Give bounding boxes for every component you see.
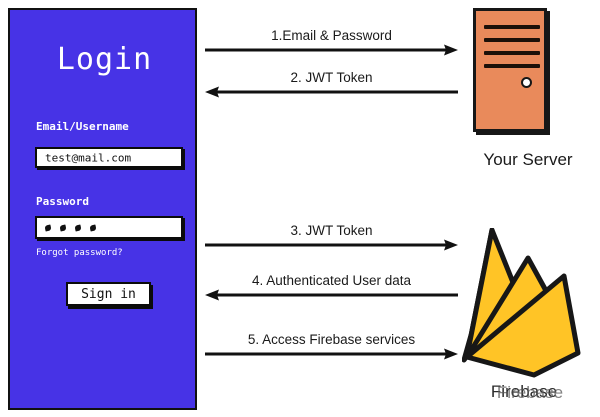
firebase-label: Firebase Firebase	[460, 382, 588, 402]
server-led-icon	[521, 77, 532, 88]
firebase-label-text: Firebase	[490, 382, 558, 401]
server-vent-line	[484, 64, 540, 68]
arrow-left-icon	[205, 289, 458, 301]
server-vent-line	[484, 38, 540, 42]
page-title: Login	[56, 42, 153, 77]
flow-arrow-2-label: 2. JWT Token	[290, 70, 373, 85]
flow-arrow-3: 3. JWT Token	[205, 223, 458, 251]
arrow-right-icon	[205, 239, 458, 251]
arrow-right-icon	[205, 44, 458, 56]
flow-arrow-3-label: 3. JWT Token	[290, 223, 373, 238]
sign-in-button[interactable]: Sign in	[66, 282, 151, 306]
password-masked-dots	[44, 223, 97, 232]
email-field[interactable]: test@mail.com	[35, 147, 183, 168]
arrow-right-icon	[205, 348, 458, 360]
server-label: Your Server	[483, 150, 573, 169]
firebase-label-ghost: Firebase	[496, 383, 564, 402]
firebase-illustration	[461, 227, 582, 383]
arrow-left-icon	[205, 86, 458, 98]
server-vent-line	[484, 25, 540, 29]
flow-arrow-4-label: 4. Authenticated User data	[251, 273, 412, 288]
flow-arrow-1: 1.Email & Password	[205, 28, 458, 56]
email-field-value: test@mail.com	[45, 151, 132, 164]
login-panel: Login Email/Username test@mail.com Passw…	[8, 8, 197, 410]
server-icon	[473, 8, 547, 132]
password-field[interactable]	[35, 216, 183, 239]
flow-arrow-2: 2. JWT Token	[205, 70, 458, 98]
flow-arrow-4: 4. Authenticated User data	[205, 273, 458, 301]
flow-arrow-1-label: 1.Email & Password	[271, 28, 392, 43]
server-vent-line	[484, 51, 540, 55]
flow-arrow-5: 5. Access Firebase services	[205, 332, 458, 360]
flow-arrow-5-label: 5. Access Firebase services	[247, 332, 416, 347]
forgot-password-link[interactable]: Forgot password?	[36, 248, 123, 258]
email-field-label: Email/Username	[36, 120, 129, 133]
server-illustration	[473, 8, 547, 132]
password-field-label: Password	[36, 195, 89, 208]
firebase-flame-icon	[461, 227, 581, 378]
